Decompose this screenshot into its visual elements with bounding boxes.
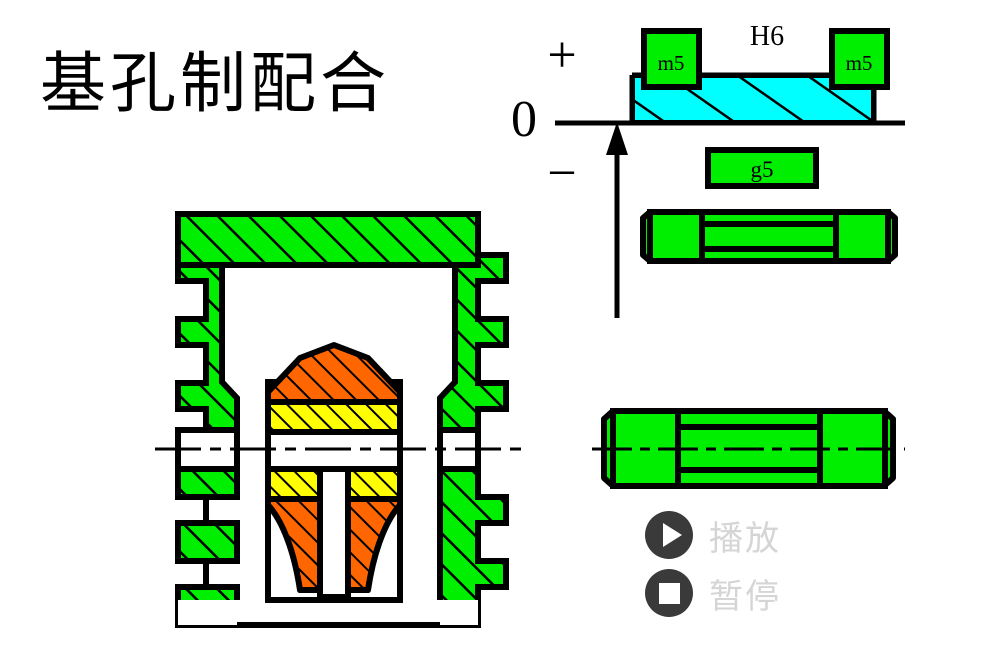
shaft-zone-label-g5: g5 [751,157,774,182]
pause-button[interactable] [645,569,693,617]
cylinder-bottom-flange [178,600,478,625]
cylinder-body-left-collar [175,427,240,472]
play-icon [662,523,682,547]
axis-plus-label: + [547,27,576,84]
stop-icon [658,582,680,604]
shaft-pin-lower [592,408,905,489]
shaft-tolerance-zone-m5-right: m5 [829,28,890,90]
shaft-tolerance-zone-m5-left: m5 [641,28,702,90]
piston-skirt-right [345,496,403,593]
play-button[interactable] [645,511,693,559]
page-title: 基孔制配合 [40,48,390,121]
play-label: 播放 [709,520,781,558]
piston-pin-slot [317,466,351,600]
piston-skirt-left [265,496,323,593]
piston-ring-upper [265,399,403,435]
play-control-row[interactable]: 播放 [645,508,865,562]
shaft-zone-label-m5-right: m5 [846,51,873,75]
axis-zero-label: 0 [511,91,537,148]
shaft-zone-label-m5-left: m5 [658,51,685,75]
piston-ring-lower-left [265,466,323,502]
piston-ring-lower-right [345,466,403,502]
piston-crown [265,342,403,405]
axis-minus-label: − [547,145,576,202]
shaft-tolerance-zone-g5: g5 [705,147,819,189]
pause-label: 暂停 [709,578,781,616]
tolerance-zone-diagram: + 0 − H6 m5 m5 [511,21,905,318]
basic-size-arrow [606,122,628,318]
playback-controls: 播放 暂停 [645,508,865,624]
cylinder-piston-cross-section [155,211,525,628]
cylinder-head [175,211,481,268]
hole-zone-label-H6: H6 [750,21,784,52]
pause-control-row[interactable]: 暂停 [645,566,865,620]
shaft-pin-upper [640,209,898,264]
